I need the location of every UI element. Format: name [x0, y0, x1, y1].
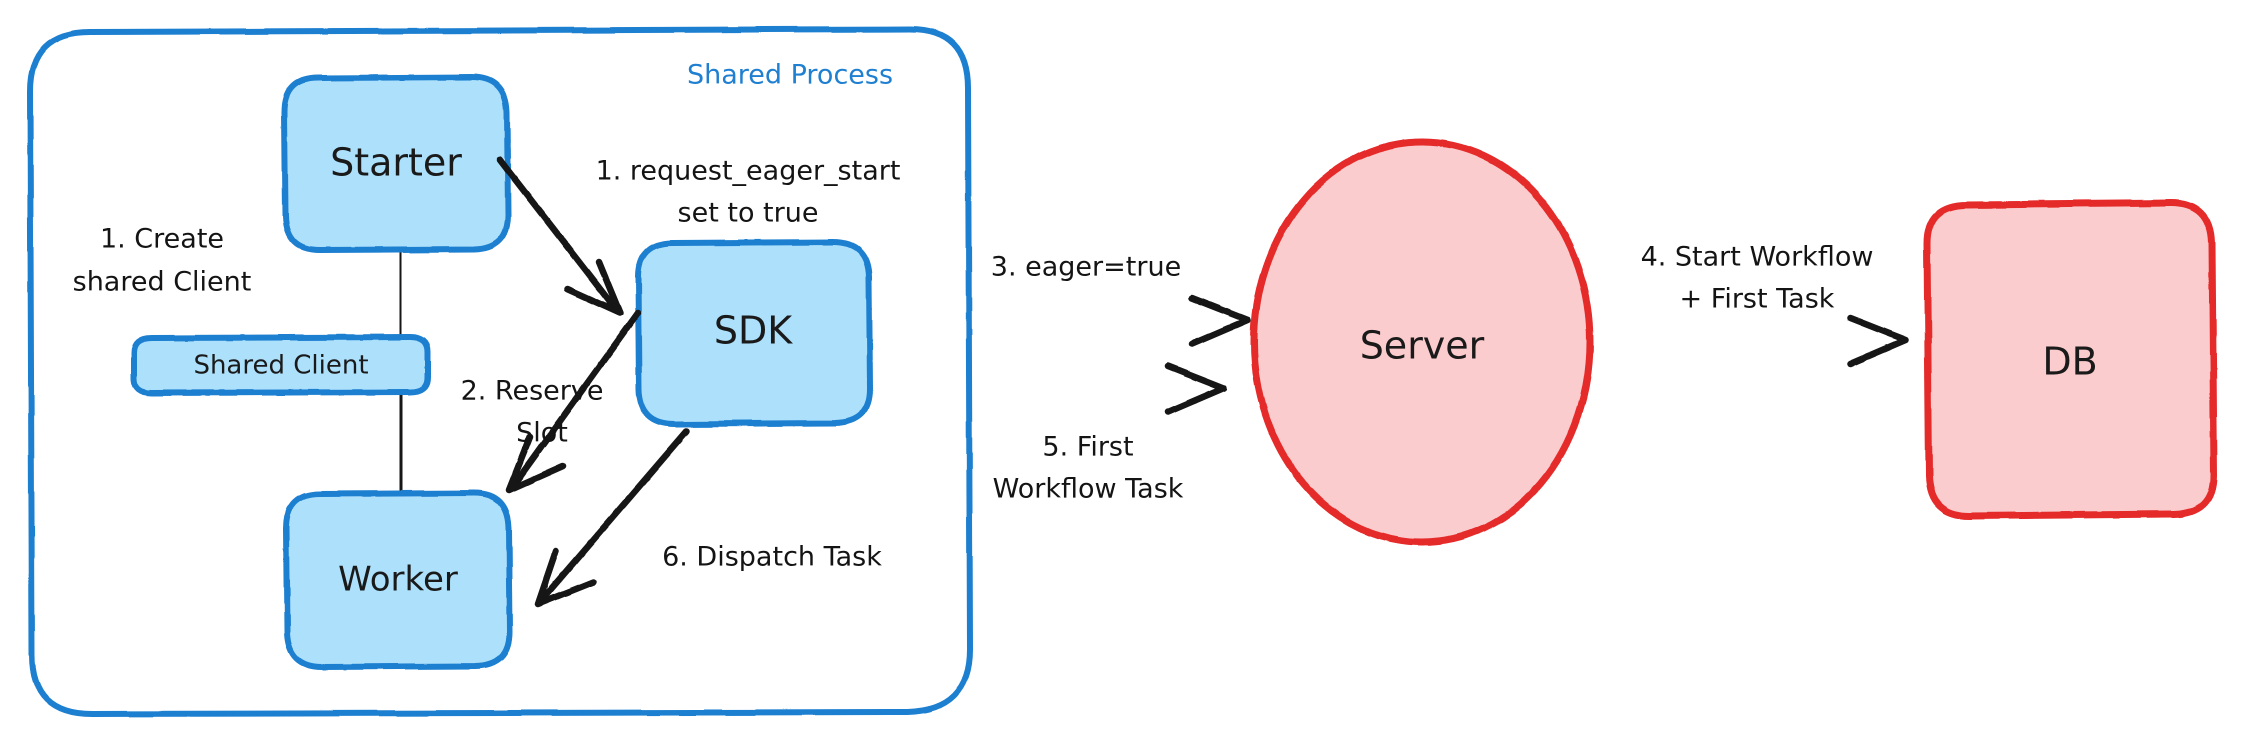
edge-label-line: + First Task [1680, 284, 1835, 315]
edge-label-create-shared-client: 1. Create shared Client [73, 224, 252, 298]
edge-label-line: 1. request_eager_start [596, 156, 901, 187]
edge-label-line: 6. Dispatch Task [662, 542, 882, 573]
edge-starter-shared-client [397, 245, 404, 340]
shared-process-border [27, 26, 973, 717]
edge-sdk-server-firsttask [868, 362, 1228, 416]
node-starter[interactable]: Starter [281, 74, 511, 253]
edge-starter-sdk [496, 156, 624, 317]
edge-line [397, 389, 405, 496]
edge-label-line: shared Client [73, 267, 252, 298]
edge-label-line: Slot [516, 418, 568, 449]
edge-server-db [1614, 314, 1910, 368]
edge-sdk-worker-dispatch [534, 428, 690, 608]
edge-label-reserve-slot: 2. Reserve Slot [461, 376, 604, 449]
node-server[interactable]: Server [1250, 138, 1594, 546]
edge-sdk-server-eager [868, 294, 1252, 348]
node-shape [1250, 138, 1594, 546]
edge-label-line: 3. eager=true [991, 252, 1181, 283]
edge-label-line: 2. Reserve [461, 376, 604, 407]
node-label: Worker [338, 560, 458, 600]
edge-label-line: set to true [678, 198, 819, 229]
edge-label-request-eager-start: 1. request_eager_start set to true [596, 156, 901, 229]
edge-sdk-worker-reserve [505, 309, 642, 494]
edge-label-eager-true: 3. eager=true [991, 252, 1181, 283]
node-shape [635, 239, 873, 427]
edge-line [496, 156, 618, 311]
edge-label-line: 5. First [1042, 432, 1133, 463]
node-shape [283, 490, 513, 670]
group-shared-process: Shared Process [27, 26, 973, 717]
node-shared-client[interactable]: Shared Client [131, 334, 431, 396]
node-shape [131, 334, 431, 396]
node-label: SDK [714, 309, 793, 353]
edge-line [397, 245, 404, 340]
shared-process-title: Shared Process [687, 60, 893, 91]
node-label: Shared Client [193, 351, 368, 381]
node-label: Server [1360, 324, 1485, 368]
edge-label-line: 4. Start Workflow [1641, 242, 1874, 273]
node-sdk[interactable]: SDK [635, 239, 873, 427]
node-shape [1923, 199, 2218, 520]
arrowhead-icon [1164, 362, 1228, 416]
edge-label-dispatch-task: 6. Dispatch Task [662, 542, 882, 573]
node-label: DB [2042, 340, 2097, 384]
node-label: Starter [330, 141, 462, 185]
edge-label-line: Workflow Task [993, 474, 1184, 505]
node-shape [281, 74, 511, 253]
arrowhead-icon [505, 433, 567, 494]
edge-shared-client-worker [397, 389, 405, 496]
edge-label-line: 1. Create [100, 224, 224, 255]
arrowhead-icon [534, 547, 597, 608]
arrowhead-icon [1188, 294, 1252, 348]
edge-line [512, 309, 642, 486]
edge-line [541, 428, 690, 600]
arrowhead-icon [563, 258, 624, 317]
node-worker[interactable]: Worker [283, 490, 513, 670]
edge-label-first-workflow-task: 5. First Workflow Task [993, 432, 1184, 505]
edge-label-start-workflow-first-task: 4. Start Workflow + First Task [1641, 242, 1874, 315]
node-db[interactable]: DB [1923, 199, 2218, 520]
arrowhead-icon [1846, 314, 1910, 368]
